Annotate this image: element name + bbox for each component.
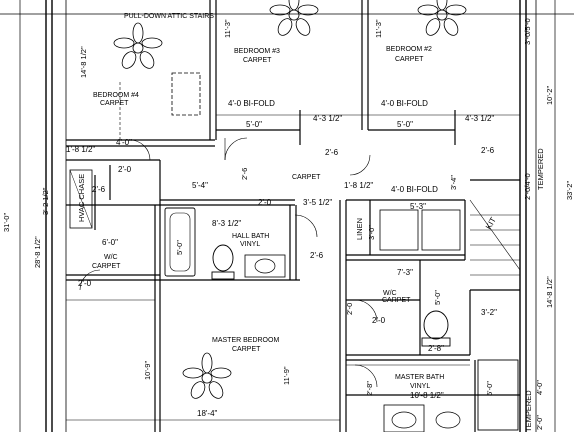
dimension-label: 5'-0" xyxy=(485,381,494,396)
dimension-label: 2'-6 xyxy=(92,185,106,194)
dimension-label: 10'-8 1/2" xyxy=(410,391,444,400)
dimension-label: 5'-0" xyxy=(246,120,262,129)
room-label: BEDROOM #4 xyxy=(93,92,139,99)
dimension-label: 11'-3" xyxy=(223,19,232,38)
dimension-label: 2'-0 xyxy=(118,165,132,174)
room-label: TEMPERED xyxy=(536,148,545,190)
dimension-label: 4'-3 1/2" xyxy=(313,114,342,123)
floor-label: CARPET xyxy=(243,57,272,64)
dimension-label: 14'-8 1/2" xyxy=(79,46,88,78)
floor-label: CARPET xyxy=(232,346,261,353)
dimension-label: 10'-9" xyxy=(143,361,152,380)
dimension-label: 5'-0" xyxy=(175,240,184,255)
dimension-label: 3'-4" xyxy=(449,175,458,190)
dimension-label: 3'-0" xyxy=(367,225,376,240)
room-label: HALL BATH xyxy=(232,233,269,240)
dimension-label: 2'-6 xyxy=(240,168,249,180)
room-label: KIT xyxy=(484,216,498,231)
ceiling-fan-icon xyxy=(417,0,467,36)
shower-icon xyxy=(477,359,519,431)
dimension-label: 33'-2" xyxy=(565,181,574,200)
room-label: W/C xyxy=(104,254,118,261)
ceiling-fan-icon xyxy=(182,352,232,399)
sink-icon xyxy=(244,254,286,278)
dimension-label: 11'-9" xyxy=(282,366,291,385)
dimension-label: 4'-0" xyxy=(535,380,544,395)
dimension-label: 4'-0 BI-FOLD xyxy=(228,99,275,108)
dimension-label: 2'-0 xyxy=(78,279,92,288)
ceiling-fan-icon xyxy=(269,0,319,36)
dimension-label: 5'-3" xyxy=(410,202,426,211)
door-swing-lines xyxy=(79,137,378,388)
attic-label: PULL-DOWN ATTIC STAIRS xyxy=(124,13,214,20)
dimension-label: 1'-8 1/2" xyxy=(344,181,373,190)
toilet-icon xyxy=(211,244,235,280)
dimension-label: 4'-0" xyxy=(116,138,132,147)
dimension-label: 4'-0 BI-FOLD xyxy=(391,185,438,194)
dimension-label: 2'-8" xyxy=(428,344,444,353)
dimension-label: 2'-6 xyxy=(325,148,339,157)
dimension-label: 5'-0" xyxy=(397,120,413,129)
shelf-box xyxy=(421,209,461,251)
dimension-label: 4'-3 1/2" xyxy=(465,114,494,123)
room-label: BEDROOM #3 xyxy=(234,48,280,55)
dimension-label: 3'-2" xyxy=(481,308,497,317)
dimension-label: 10'-2" xyxy=(545,86,554,105)
dimension-label: 2'-0 xyxy=(372,316,386,325)
interior-walls xyxy=(66,0,520,432)
dimension-label: 31'-0" xyxy=(2,213,11,232)
dimension-label: 3'-0/5'-0 xyxy=(523,18,532,45)
dimension-label: 2'-0 xyxy=(345,303,354,315)
dimension-label: 5'-0" xyxy=(433,290,442,305)
dimension-label: 7'-3" xyxy=(397,268,413,277)
room-label: MASTER BATH xyxy=(395,374,444,381)
floor-label: CARPET xyxy=(395,56,424,63)
room-label: TEMPERED xyxy=(524,390,533,432)
dimension-label: 8'-3 1/2" xyxy=(212,219,241,228)
dimension-label: 2'-6 xyxy=(481,146,495,155)
dimension-label: 2'-0" xyxy=(535,415,544,430)
dimension-label: 2'-0/4'-0 xyxy=(523,173,532,200)
floor-label: VINYL xyxy=(240,241,260,248)
dimension-label: 2'-0 xyxy=(258,198,272,207)
dimension-label: 4'-0 BI-FOLD xyxy=(381,99,428,108)
dimension-label: 3'-5 1/2" xyxy=(303,198,332,207)
dimension-label: 11'-3" xyxy=(374,19,383,38)
detail-lines xyxy=(66,80,521,421)
ceiling-fan-icon xyxy=(113,22,163,69)
floor-label: VINYL xyxy=(410,383,430,390)
toilet-icon xyxy=(421,310,451,347)
dimension-label: 18'-4" xyxy=(197,409,218,418)
room-label: MASTER BEDROOM xyxy=(212,337,279,344)
room-label: LINEN xyxy=(355,218,364,240)
dimension-label: 14'-8 1/2" xyxy=(545,276,554,308)
dimension-label: 5'-4" xyxy=(192,181,208,190)
room-label: BEDROOM #2 xyxy=(386,46,432,53)
dimension-label: 1'-8 1/2" xyxy=(66,145,95,154)
floor-label: CARPET xyxy=(382,297,411,304)
floor-label: CARPET xyxy=(92,263,121,270)
bathtub-icon xyxy=(164,207,196,277)
floor-label: CARPET xyxy=(292,174,321,181)
dimension-label: 2'-6 xyxy=(310,251,324,260)
dimension-label: 2'-8" xyxy=(365,381,374,396)
dimension-label: 28'-8 1/2" xyxy=(33,236,42,268)
shelf-box xyxy=(379,209,419,251)
room-label: W/C xyxy=(383,290,397,297)
floor-label: CARPET xyxy=(100,100,129,107)
attic-stairs-box xyxy=(171,72,201,116)
dimension-label: 3'-2 1/2" xyxy=(41,187,50,215)
room-label: HVAC CHASE xyxy=(77,174,86,222)
dimension-label: 6'-0" xyxy=(102,238,118,247)
hvac-chase-box xyxy=(69,169,93,229)
